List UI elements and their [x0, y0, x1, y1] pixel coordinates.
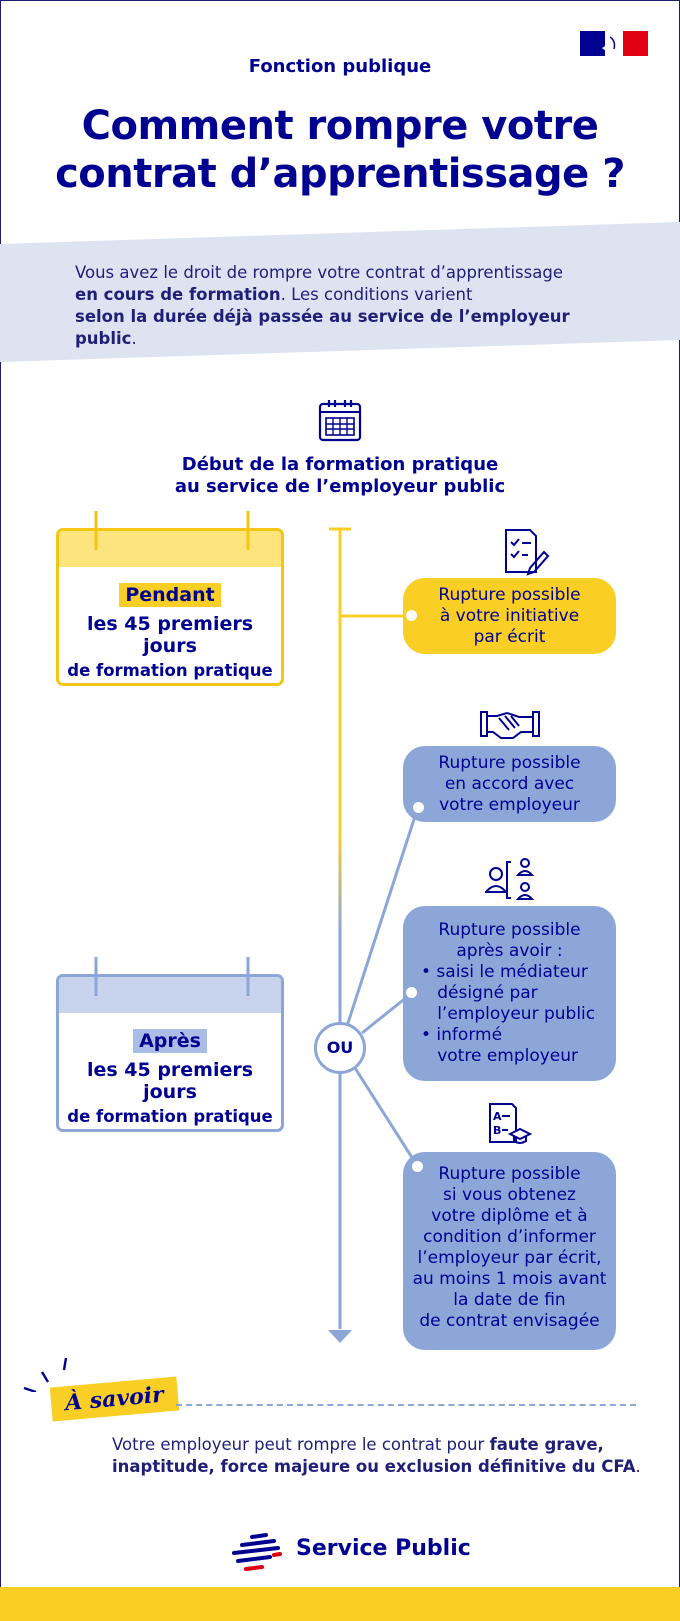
outcome-written-initiative: Rupture possible à votre initiative par …: [403, 578, 616, 654]
outcome-agreement-line: votre employeur: [439, 795, 580, 815]
card-during-tag: Pendant: [119, 583, 221, 607]
outcome-diploma-line: Rupture possible: [438, 1164, 581, 1184]
outcome-mediator-head: après avoir :: [456, 941, 563, 961]
intro-line-1: Vous avez le droit de rompre votre contr…: [75, 263, 563, 282]
checklist-pen-icon: [505, 529, 550, 576]
intro-bold-2: selon la durée déjà passée au service de…: [75, 307, 570, 348]
diploma-icon: A B: [489, 1103, 533, 1144]
connector-dot: [406, 987, 417, 998]
outcome-diploma-line: condition d’informer: [423, 1227, 596, 1247]
outcome-written-line: Rupture possible: [438, 585, 581, 605]
a-savoir-bold-1: faute grave,: [489, 1435, 604, 1454]
card-after-45-days: Après les 45 premiers jours de formation…: [56, 957, 284, 1132]
card-after-tag: Après: [133, 1029, 207, 1053]
mediator-people-icon: [485, 858, 535, 900]
card-during-line-2: de formation pratique: [67, 661, 273, 680]
start-line-1: Début de la formation pratique: [181, 454, 499, 475]
service-public-brand: Service Public: [296, 1536, 471, 1561]
attention-burst-icon: [23, 1357, 68, 1392]
card-during-45-days: Pendant les 45 premiers jours de formati…: [56, 511, 284, 686]
outcome-diploma-line: au moins 1 mois avant: [412, 1269, 607, 1289]
outcome-diploma-line: votre diplôme et à: [431, 1206, 588, 1226]
intro-text: Vous avez le droit de rompre votre contr…: [75, 262, 635, 350]
intro-band: [0, 222, 680, 362]
service-public-logo-icon: [232, 1533, 282, 1571]
a-savoir-bold-2: inaptitude, force majeure ou exclusion d…: [112, 1457, 636, 1476]
card-after-line-2: de formation pratique: [67, 1107, 273, 1126]
timeline-start-title: Début de la formation pratique au servic…: [0, 454, 680, 498]
marianne-flag-icon: [580, 31, 648, 56]
outcome-mediator-item: • saisi le médiateur: [421, 962, 588, 982]
connector-dot: [406, 610, 417, 621]
outcome-written-line: par écrit: [473, 627, 546, 647]
start-line-2: au service de l’employeur public: [174, 476, 506, 497]
outcome-mediator-item: votre employeur: [421, 1046, 579, 1066]
footer-bar: [0, 1587, 680, 1621]
card-after-line-1: les 45 premiers jours: [86, 1059, 254, 1103]
card-during-line-1: les 45 premiers jours: [86, 613, 254, 657]
svg-text:A: A: [493, 1110, 502, 1123]
outcome-written-line: à votre initiative: [439, 606, 580, 626]
calendar-rings: [94, 511, 250, 550]
intro-line-2: . Les conditions varient: [280, 285, 473, 304]
a-savoir-end: .: [635, 1457, 641, 1476]
outcome-diploma-line: la date de fin: [453, 1290, 566, 1310]
intro-bold-1: en cours de formation: [75, 285, 281, 304]
outcome-agreement-line: Rupture possible: [438, 753, 581, 773]
page-title: Comment rompre votre contrat d’apprentis…: [0, 102, 680, 198]
a-savoir-text: Votre employeur peut rompre le contrat p…: [112, 1434, 652, 1478]
title-line-1: Comment rompre votre: [81, 103, 599, 149]
outcome-mediator-head: Rupture possible: [438, 920, 581, 940]
outcome-mediator-item: désigné par: [421, 983, 538, 1003]
intro-end: .: [131, 329, 137, 348]
section-kicker: Fonction publique: [248, 56, 432, 77]
outcome-mediator: Rupture possible après avoir : • saisi l…: [403, 906, 616, 1081]
outcome-mediator-item: • informé: [421, 1025, 503, 1045]
calendar-icon: [318, 400, 362, 442]
a-savoir-text-start: Votre employeur peut rompre le contrat p…: [112, 1435, 490, 1454]
title-line-2: contrat d’apprentissage ?: [55, 151, 625, 197]
or-circle: OU: [314, 1022, 366, 1074]
outcome-diploma: Rupture possible si vous obtenez votre d…: [403, 1152, 616, 1350]
outcome-diploma-line: l’employeur par écrit,: [417, 1248, 602, 1268]
outcome-diploma-line: si vous obtenez: [443, 1185, 576, 1205]
connector-dot: [412, 1161, 423, 1172]
svg-text:B: B: [493, 1124, 501, 1137]
outcome-agreement-line: en accord avec: [444, 774, 575, 794]
outcome-mediator-list: • saisi le médiateur désigné par l’emplo…: [421, 962, 616, 1067]
calendar-rings: [94, 957, 250, 996]
handshake-icon: [480, 711, 540, 739]
outcome-diploma-line: de contrat envisagée: [419, 1311, 600, 1331]
connector-dot: [413, 802, 424, 813]
a-savoir-divider: [176, 1404, 636, 1406]
outcome-agreement: Rupture possible en accord avec votre em…: [403, 746, 616, 822]
outcome-mediator-item: l’employeur public: [421, 1004, 596, 1024]
